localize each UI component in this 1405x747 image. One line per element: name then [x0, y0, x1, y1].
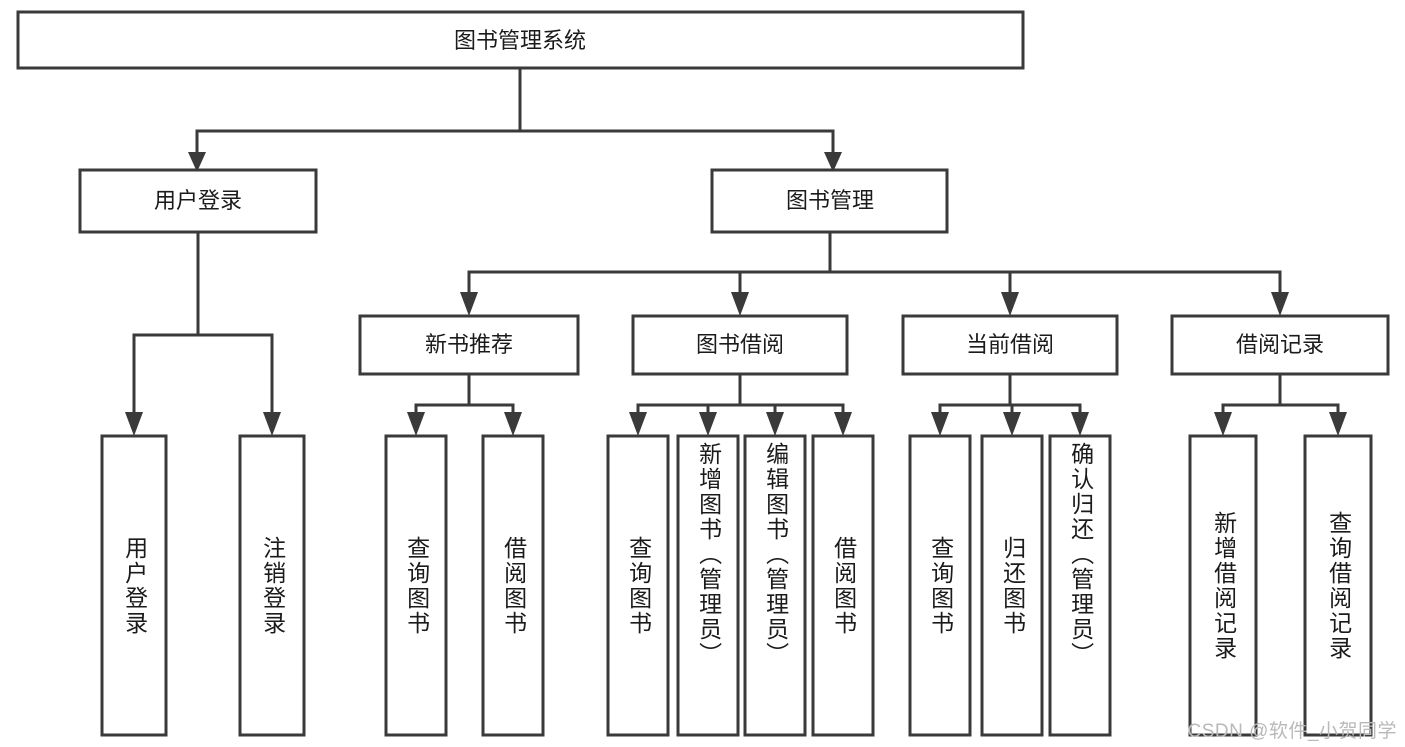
arrow-to-leaf-edit-book — [766, 412, 784, 436]
arrow-to-leaf-user-login — [125, 412, 143, 436]
leaf-box-return-book[interactable] — [980, 434, 1044, 737]
leaf-box-confirm-return[interactable] — [1048, 434, 1112, 737]
node-root[interactable]: 图书管理系统 — [16, 10, 1025, 70]
book-manage-box[interactable] — [710, 168, 949, 234]
node-borrow-record[interactable]: 借阅记录 — [1170, 314, 1390, 376]
root-box[interactable] — [16, 10, 1025, 70]
user-login-box[interactable] — [78, 168, 318, 234]
connector-book-borrow-bus — [636, 372, 845, 416]
node-book-borrow[interactable]: 图书借阅 — [631, 314, 849, 376]
leaf-box-query-book-3[interactable] — [908, 434, 972, 737]
arrow-to-leaf-query-book-3 — [931, 412, 949, 436]
arrow-to-book-manage — [824, 152, 842, 172]
arrow-to-leaf-query-book-1 — [407, 412, 425, 436]
leaf-box-add-book[interactable] — [676, 434, 740, 737]
new-book-recommend-label: 新书推荐 — [425, 332, 513, 357]
leaf-box-layer — [100, 434, 1373, 737]
node-current-borrow[interactable]: 当前借阅 — [901, 314, 1119, 376]
leaf-box-logout[interactable] — [238, 434, 306, 737]
arrow-to-leaf-return-book — [1003, 412, 1021, 436]
connector-layer — [125, 66, 1347, 436]
csdn-watermark: CSDN @软件_小贺同学 — [1187, 721, 1397, 742]
arrow-to-leaf-borrow-book-1 — [504, 412, 522, 436]
root-label: 图书管理系统 — [454, 28, 586, 53]
connector-borrow-record-bus — [1221, 372, 1340, 416]
leaf-box-query-book-2[interactable] — [606, 434, 670, 737]
connector-new-book-rec-bus — [414, 372, 515, 416]
arrow-to-leaf-logout — [263, 412, 281, 436]
new-book-recommend-box[interactable] — [358, 314, 580, 376]
book-manage-label: 图书管理 — [786, 188, 874, 213]
arrow-to-user-login — [188, 152, 206, 172]
user-login-label: 用户登录 — [154, 188, 242, 213]
connector-user-login-bus — [132, 230, 274, 416]
node-book-manage[interactable]: 图书管理 — [710, 168, 949, 234]
current-borrow-box[interactable] — [901, 314, 1119, 376]
arrow-to-leaf-add-record — [1214, 412, 1232, 436]
node-user-login[interactable]: 用户登录 — [78, 168, 318, 234]
leaf-box-query-book-1[interactable] — [384, 434, 448, 737]
current-borrow-label: 当前借阅 — [966, 332, 1054, 357]
arrow-to-new-book-rec — [460, 292, 478, 316]
arrow-to-leaf-query-book-2 — [629, 412, 647, 436]
arrow-to-borrow-record — [1271, 292, 1289, 316]
borrow-record-label: 借阅记录 — [1236, 332, 1324, 357]
leaf-box-borrow-book-1[interactable] — [481, 434, 545, 737]
arrow-to-book-borrow — [731, 292, 749, 316]
connector-root-bus — [195, 66, 835, 156]
book-borrow-box[interactable] — [631, 314, 849, 376]
borrow-record-box[interactable] — [1170, 314, 1390, 376]
arrow-to-leaf-borrow-book-2 — [834, 412, 852, 436]
arrow-to-leaf-add-book — [699, 412, 717, 436]
node-new-book-recommend[interactable]: 新书推荐 — [358, 314, 580, 376]
book-borrow-label: 图书借阅 — [696, 332, 784, 357]
leaf-box-user-login[interactable] — [100, 434, 168, 737]
connector-book-manage-bus — [467, 230, 1282, 296]
leaf-box-borrow-book-2[interactable] — [811, 434, 875, 737]
leaf-box-add-record[interactable] — [1188, 434, 1258, 737]
arrow-to-leaf-query-record — [1329, 412, 1347, 436]
connector-current-borrow-bus — [938, 372, 1082, 416]
arrow-to-current-borrow — [1001, 292, 1019, 316]
leaf-box-edit-book[interactable] — [743, 434, 807, 737]
leaf-box-query-record[interactable] — [1303, 434, 1373, 737]
arrow-to-leaf-confirm-return — [1071, 412, 1089, 436]
